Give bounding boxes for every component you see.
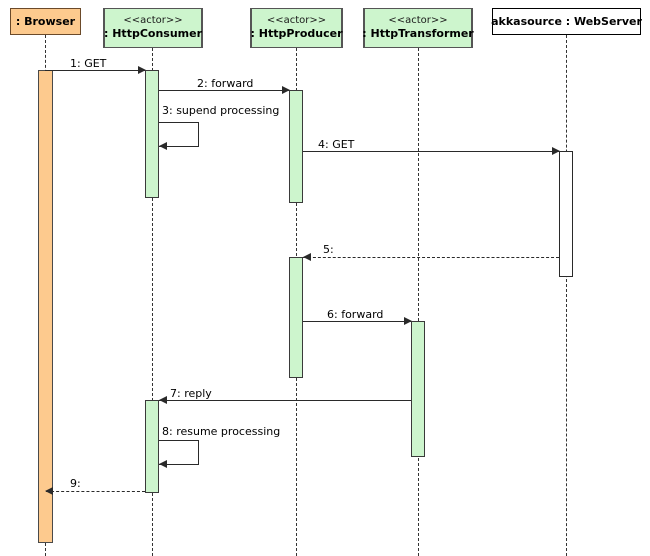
lifeline-head-httpproducer[interactable]: <<actor>> : HttpProducer <box>250 8 343 48</box>
message-label-3: 3: supend processing <box>162 104 280 117</box>
message-line-8-right <box>198 440 199 464</box>
stereotype-httpproducer: <<actor>> <box>266 14 327 26</box>
message-label-4: 4: GET <box>318 138 355 151</box>
lifeline-label-httptransformer: : HttpTransformer <box>362 27 474 41</box>
lifeline-head-webserver[interactable]: akkasource : WebServer <box>491 8 642 35</box>
message-arrowhead-3 <box>159 142 167 150</box>
message-line-9 <box>46 491 145 492</box>
message-line-3-top <box>159 122 199 123</box>
message-label-5: 5: <box>323 243 334 256</box>
message-line-3-right <box>198 122 199 146</box>
message-line-8-top <box>159 440 199 441</box>
message-line-4 <box>303 151 559 152</box>
message-label-9: 9: <box>70 477 81 490</box>
lifeline-line-webserver <box>566 35 567 556</box>
message-line-1 <box>45 70 145 71</box>
message-arrowhead-9 <box>45 487 53 495</box>
lifeline-label-webserver: akkasource : WebServer <box>491 14 642 28</box>
message-arrowhead-6 <box>404 317 412 325</box>
message-line-7 <box>159 400 411 401</box>
message-arrowhead-1 <box>138 66 146 74</box>
message-label-2: 2: forward <box>197 77 254 90</box>
message-arrowhead-2 <box>282 86 290 94</box>
lifeline-label-browser: : Browser <box>15 14 76 28</box>
message-arrowhead-7 <box>159 396 167 404</box>
lifeline-label-httpproducer: : HttpProducer <box>250 27 343 41</box>
activation-httpproducer-2 <box>289 257 303 378</box>
activation-httpconsumer-1 <box>145 70 159 198</box>
message-arrowhead-5 <box>303 253 311 261</box>
message-line-8-bottom <box>159 464 199 465</box>
activation-httpproducer-1 <box>289 90 303 203</box>
stereotype-httpconsumer: <<actor>> <box>123 14 183 26</box>
message-label-1: 1: GET <box>70 57 107 70</box>
lifeline-line-httptransformer <box>418 48 419 556</box>
activation-httpconsumer-2 <box>145 400 159 493</box>
message-label-8: 8: resume processing <box>162 425 281 438</box>
message-line-6 <box>303 321 411 322</box>
message-arrowhead-4 <box>552 147 560 155</box>
message-arrowhead-8 <box>159 460 167 468</box>
activation-webserver-1 <box>559 151 573 277</box>
message-line-3-bottom <box>159 146 199 147</box>
message-line-2 <box>159 90 289 91</box>
message-label-6: 6: forward <box>327 308 384 321</box>
lifeline-head-httptransformer[interactable]: <<actor>> : HttpTransformer <box>362 8 474 48</box>
lifeline-head-httpconsumer[interactable]: <<actor>> : HttpConsumer <box>103 8 203 48</box>
activation-httptransformer-1 <box>411 321 425 457</box>
lifeline-head-browser[interactable]: : Browser <box>10 8 81 35</box>
activation-browser <box>38 70 53 543</box>
message-label-7: 7: reply <box>170 387 212 400</box>
lifeline-label-httpconsumer: : HttpConsumer <box>104 27 203 41</box>
message-line-5 <box>303 257 559 258</box>
stereotype-httptransformer: <<actor>> <box>388 14 448 26</box>
lifeline-line-httpconsumer <box>152 48 153 556</box>
